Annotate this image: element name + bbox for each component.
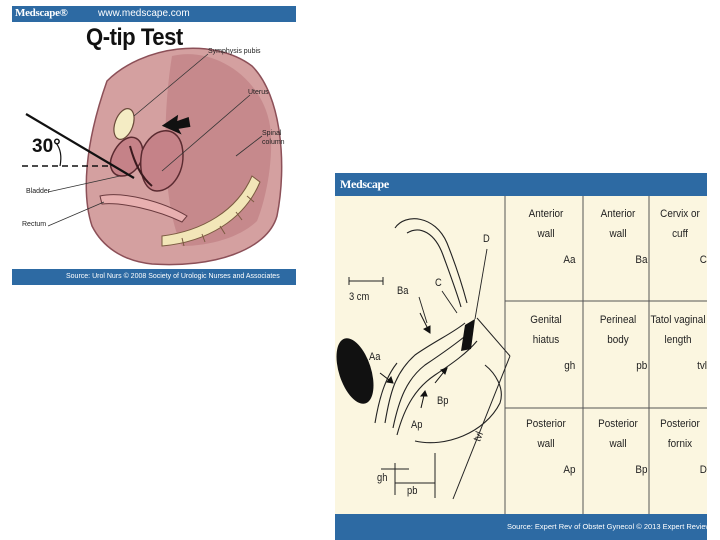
cell-name-line1: Posterior xyxy=(652,414,708,434)
label-Aa: Aa xyxy=(369,351,380,363)
label-column: column xyxy=(262,139,285,146)
cell-name-line1: Anterior xyxy=(588,204,647,224)
cell-name-line1: Posterior xyxy=(588,414,647,434)
cell-name-line2: hiatus xyxy=(516,330,575,350)
cell-code: Bp xyxy=(635,464,647,476)
label-3cm: 3 cm xyxy=(349,291,369,303)
label-symphysis-pubis: Symphysis pubis xyxy=(208,48,261,55)
label-pb: pb xyxy=(407,485,417,497)
label-D: D xyxy=(483,233,490,245)
popq-source-footer: Source: Expert Rev of Obstet Gynecol © 2… xyxy=(335,514,707,540)
cell-name-line1: Posterior xyxy=(516,414,575,434)
cell-name-line2: body xyxy=(588,330,647,350)
label-bladder: Bladder xyxy=(26,188,50,195)
label-Bp: Bp xyxy=(437,395,448,407)
cell-name-line1: Perineal xyxy=(588,310,647,330)
label-Ap: Ap xyxy=(411,419,422,431)
label-C: C xyxy=(435,277,442,289)
cell-name-line2: cuff xyxy=(652,224,708,244)
cell-code: D xyxy=(700,464,707,476)
cell-name-line2: fornix xyxy=(652,434,708,454)
grid-cell-gh: Genital hiatus gh xyxy=(513,310,579,408)
qtip-test-figure: Medscape® www.medscape.com Q-tip Test xyxy=(12,6,296,285)
cell-name-line2: wall xyxy=(588,434,647,454)
cell-name-line1: Tatol vaginal xyxy=(648,310,707,330)
cell-name-line2: length xyxy=(648,330,707,350)
cell-code: Ba xyxy=(635,254,647,266)
cell-code: gh xyxy=(564,360,575,372)
grid-cell-tvl: Tatol vaginal length tvl xyxy=(645,310,711,408)
cell-name-line2: wall xyxy=(516,224,575,244)
cell-name-line1: Anterior xyxy=(516,204,575,224)
qtip-source-footer: Source: Urol Nurs © 2008 Society of Urol… xyxy=(12,269,296,285)
cell-code: Ap xyxy=(563,464,575,476)
grid-cell-d: Posterior fornix D xyxy=(649,414,711,512)
cell-name-line1: Cervix or xyxy=(652,204,708,224)
cell-name-line2: wall xyxy=(516,434,575,454)
label-gh: gh xyxy=(377,472,387,484)
cell-code: Aa xyxy=(563,254,575,266)
label-Ba: Ba xyxy=(397,285,408,297)
angle-30-label: 30° xyxy=(32,136,61,158)
grid-cell-c: Cervix or cuff C xyxy=(649,204,711,302)
grid-cell-pb: Perineal body pb xyxy=(585,310,651,408)
popq-legend-grid: Anterior wall Aa Anterior wall Ba Cervix… xyxy=(505,196,707,514)
label-uterus: Uterus xyxy=(248,89,269,96)
grid-cell-bp: Posterior wall Bp xyxy=(585,414,651,512)
label-spinal: Spinal xyxy=(262,130,281,137)
grid-cell-ba: Anterior wall Ba xyxy=(585,204,651,302)
cell-code: tvl xyxy=(697,360,707,372)
cell-code: C xyxy=(700,254,707,266)
popq-figure: Medscape xyxy=(335,173,707,540)
label-rectum: Rectum xyxy=(22,221,46,228)
cell-name-line1: Genital xyxy=(516,310,575,330)
grid-cell-aa: Anterior wall Aa xyxy=(513,204,579,302)
cell-name-line2: wall xyxy=(588,224,647,244)
grid-cell-ap: Posterior wall Ap xyxy=(513,414,579,512)
